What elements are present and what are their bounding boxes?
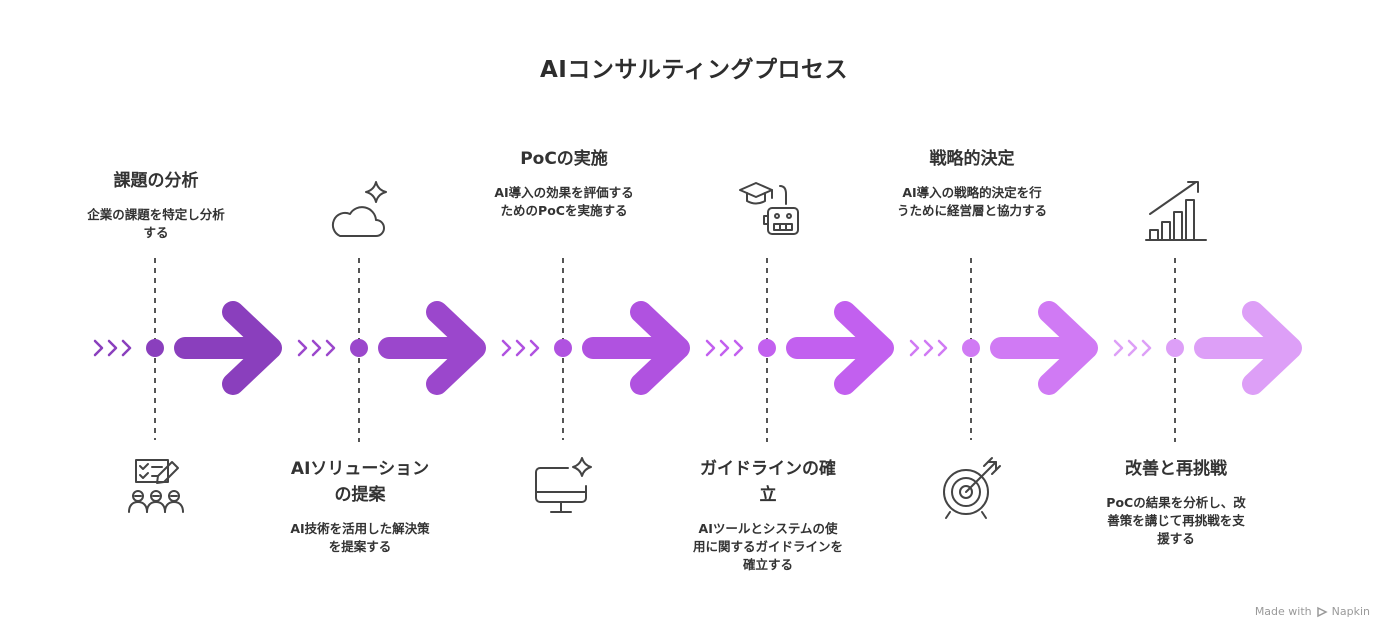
step-6-label: 改善と再挑戦 PoCの結果を分析し、改善策を講じて再挑戦を支援する [1081, 456, 1271, 548]
step-dot [962, 339, 980, 357]
step-dot [1166, 339, 1184, 357]
step-dot [146, 339, 164, 357]
step-title: AIソリューションの提案 [290, 459, 430, 505]
page-title: AIコンサルティングプロセス [540, 57, 848, 83]
step-arrow [378, 301, 486, 395]
step-description: AI導入の戦略的決定を行うために経営層と協力する [897, 185, 1048, 218]
chevron-icon [107, 339, 118, 357]
step-title: 戦略的決定 [929, 149, 1015, 169]
chevron-icon [529, 339, 540, 357]
step-title: 課題の分析 [113, 171, 199, 191]
step-arrow [990, 301, 1098, 395]
growth-chart-icon [1145, 181, 1207, 241]
step-title: ガイドラインの確立 [700, 459, 836, 505]
step-5-label: 戦略的決定 AI導入の戦略的決定を行うために経営層と協力する [877, 146, 1067, 220]
step-3-label: PoCの実施 AI導入の効果を評価するためのPoCを実施する [469, 146, 659, 220]
step-title: 改善と再挑戦 [1125, 459, 1227, 479]
step-description: PoCの結果を分析し、改善策を講じて再挑戦を支援する [1106, 495, 1246, 546]
step-dot [554, 339, 572, 357]
chevron-icon [501, 339, 512, 357]
chevron-icon [325, 339, 336, 357]
chevron-icon [937, 339, 948, 357]
chevron-icon [909, 339, 920, 357]
step-description: 企業の課題を特定し分析する [87, 207, 225, 240]
cloud-sparkle-icon [331, 181, 387, 237]
chevron-icon [1127, 339, 1138, 357]
step-arrow [1194, 301, 1302, 395]
napkin-logo-icon [1316, 606, 1328, 617]
chevron-icon [311, 339, 322, 357]
step-1-label: 課題の分析 企業の課題を特定し分析する [61, 168, 251, 242]
checklist-people-icon [128, 459, 184, 513]
step-2-label: AIソリューションの提案 AI技術を活用した解決策を提案する [265, 456, 455, 556]
step-description: AIツールとシステムの使用に関するガイドラインを確立する [693, 521, 844, 572]
chevron-icon [923, 339, 934, 357]
chevron-icon [1141, 339, 1152, 357]
napkin-brand: Napkin [1331, 605, 1370, 618]
monitor-sparkle-icon [535, 457, 592, 513]
target-arrow-icon [943, 457, 1001, 519]
step-dot [758, 339, 776, 357]
chevron-icon [515, 339, 526, 357]
step-title: PoCの実施 [520, 149, 608, 169]
step-arrow [174, 301, 282, 395]
step-4-label: ガイドラインの確立 AIツールとシステムの使用に関するガイドラインを確立する [673, 456, 863, 574]
step-arrow [582, 301, 690, 395]
chevron-icon [297, 339, 308, 357]
chevron-icon [121, 339, 132, 357]
step-dot [350, 339, 368, 357]
graduation-robot-icon [739, 182, 799, 235]
chevron-icon [93, 339, 104, 357]
step-description: AI技術を活用した解決策を提案する [290, 521, 430, 554]
step-arrow [786, 301, 894, 395]
chevron-icon [705, 339, 716, 357]
chevron-icon [733, 339, 744, 357]
step-description: AI導入の効果を評価するためのPoCを実施する [494, 185, 634, 218]
made-with-text: Made with [1254, 605, 1312, 618]
chevron-icon [719, 339, 730, 357]
chevron-icon [1113, 339, 1124, 357]
made-with-napkin: Made with Napkin [1255, 605, 1370, 618]
